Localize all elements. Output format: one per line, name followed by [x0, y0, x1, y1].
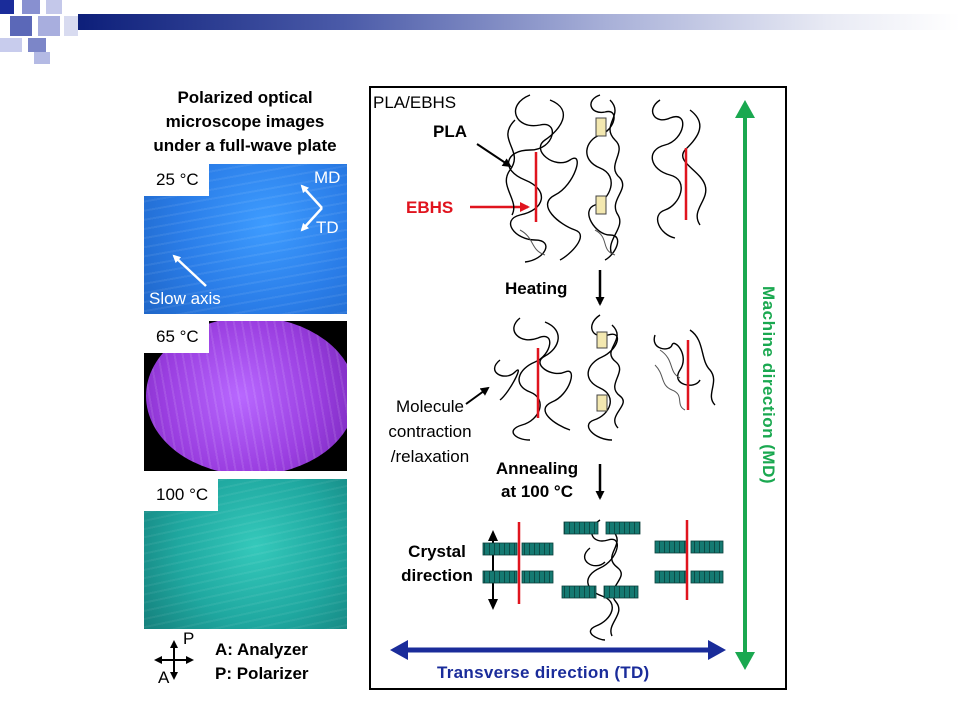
crystal-direction-arrow — [488, 530, 498, 610]
slow-axis-label: Slow axis — [149, 289, 221, 308]
header-gradient-bar — [78, 14, 960, 30]
system-label: PLA/EBHS — [373, 93, 457, 112]
temp-label-25c: 25 °C — [144, 164, 209, 196]
header-square-8 — [28, 38, 46, 52]
stage-3-pla-chains — [583, 519, 622, 641]
legend-polarizer: P: Polarizer — [215, 664, 309, 683]
header-square-2 — [22, 0, 40, 14]
legend-a-symbol: A — [158, 668, 170, 687]
stage-3-crystal-bundles — [482, 521, 724, 599]
pom-title-line-1: Polarized optical — [177, 88, 313, 107]
stage-1-pla-chains-light — [519, 229, 616, 256]
header-square-5 — [38, 16, 60, 36]
temp-label-65c: 65 °C — [144, 321, 209, 353]
transverse-direction-label: Transverse direction (TD) — [437, 663, 650, 682]
legend-p-symbol: P — [183, 629, 195, 648]
stage-2-pla-chains-light — [654, 349, 686, 411]
annealing-line-2: at 100 °C — [500, 482, 573, 501]
crystal-line-2: direction — [401, 566, 473, 585]
annealing-line-1: Annealing — [495, 459, 579, 478]
heating-label: Heating — [505, 279, 568, 298]
pom-title-line-3: under a full-wave plate — [153, 136, 337, 155]
molecule-line-1: Molecule — [395, 397, 465, 416]
header-square-6 — [64, 16, 78, 36]
molecule-pointer-arrow — [465, 386, 490, 405]
header-square-7 — [0, 38, 22, 52]
molecule-label: Molecule contraction /relaxation — [380, 394, 480, 469]
md-axis-arrow — [735, 100, 755, 670]
stage-2-crystal-segments — [596, 331, 608, 412]
annealing-label: Annealing at 100 °C — [484, 457, 590, 503]
crystal-line-1: Crystal — [408, 542, 466, 561]
td-axis-arrow — [390, 640, 726, 660]
header-square-3 — [46, 0, 62, 14]
header-square-4 — [10, 16, 32, 36]
crystal-direction-label: Crystal direction — [398, 540, 476, 588]
pla-label: PLA — [433, 122, 467, 141]
pom-title: Polarized optical microscope images unde… — [120, 86, 370, 158]
td-label-image: TD — [316, 218, 339, 237]
td-arrow — [300, 207, 323, 232]
md-label-image: MD — [314, 168, 341, 187]
slow-axis-arrow — [172, 254, 207, 287]
temp-label-100c: 100 °C — [144, 479, 219, 511]
header-square-1 — [0, 0, 14, 14]
stage-1-pla-chains — [505, 94, 707, 263]
legend-analyzer: A: Analyzer — [215, 640, 308, 659]
header-square-9 — [34, 52, 50, 64]
md-arrow — [300, 184, 323, 209]
pom-title-line-2: microscope images — [165, 112, 325, 131]
pla-pointer-arrow — [476, 143, 512, 168]
molecule-line-3: /relaxation — [390, 447, 470, 466]
stage-1-crystal-segments — [595, 117, 607, 215]
molecule-line-2: contraction — [388, 422, 472, 441]
mechanism-diagram-frame — [369, 86, 787, 690]
ebhs-label: EBHS — [406, 198, 454, 217]
